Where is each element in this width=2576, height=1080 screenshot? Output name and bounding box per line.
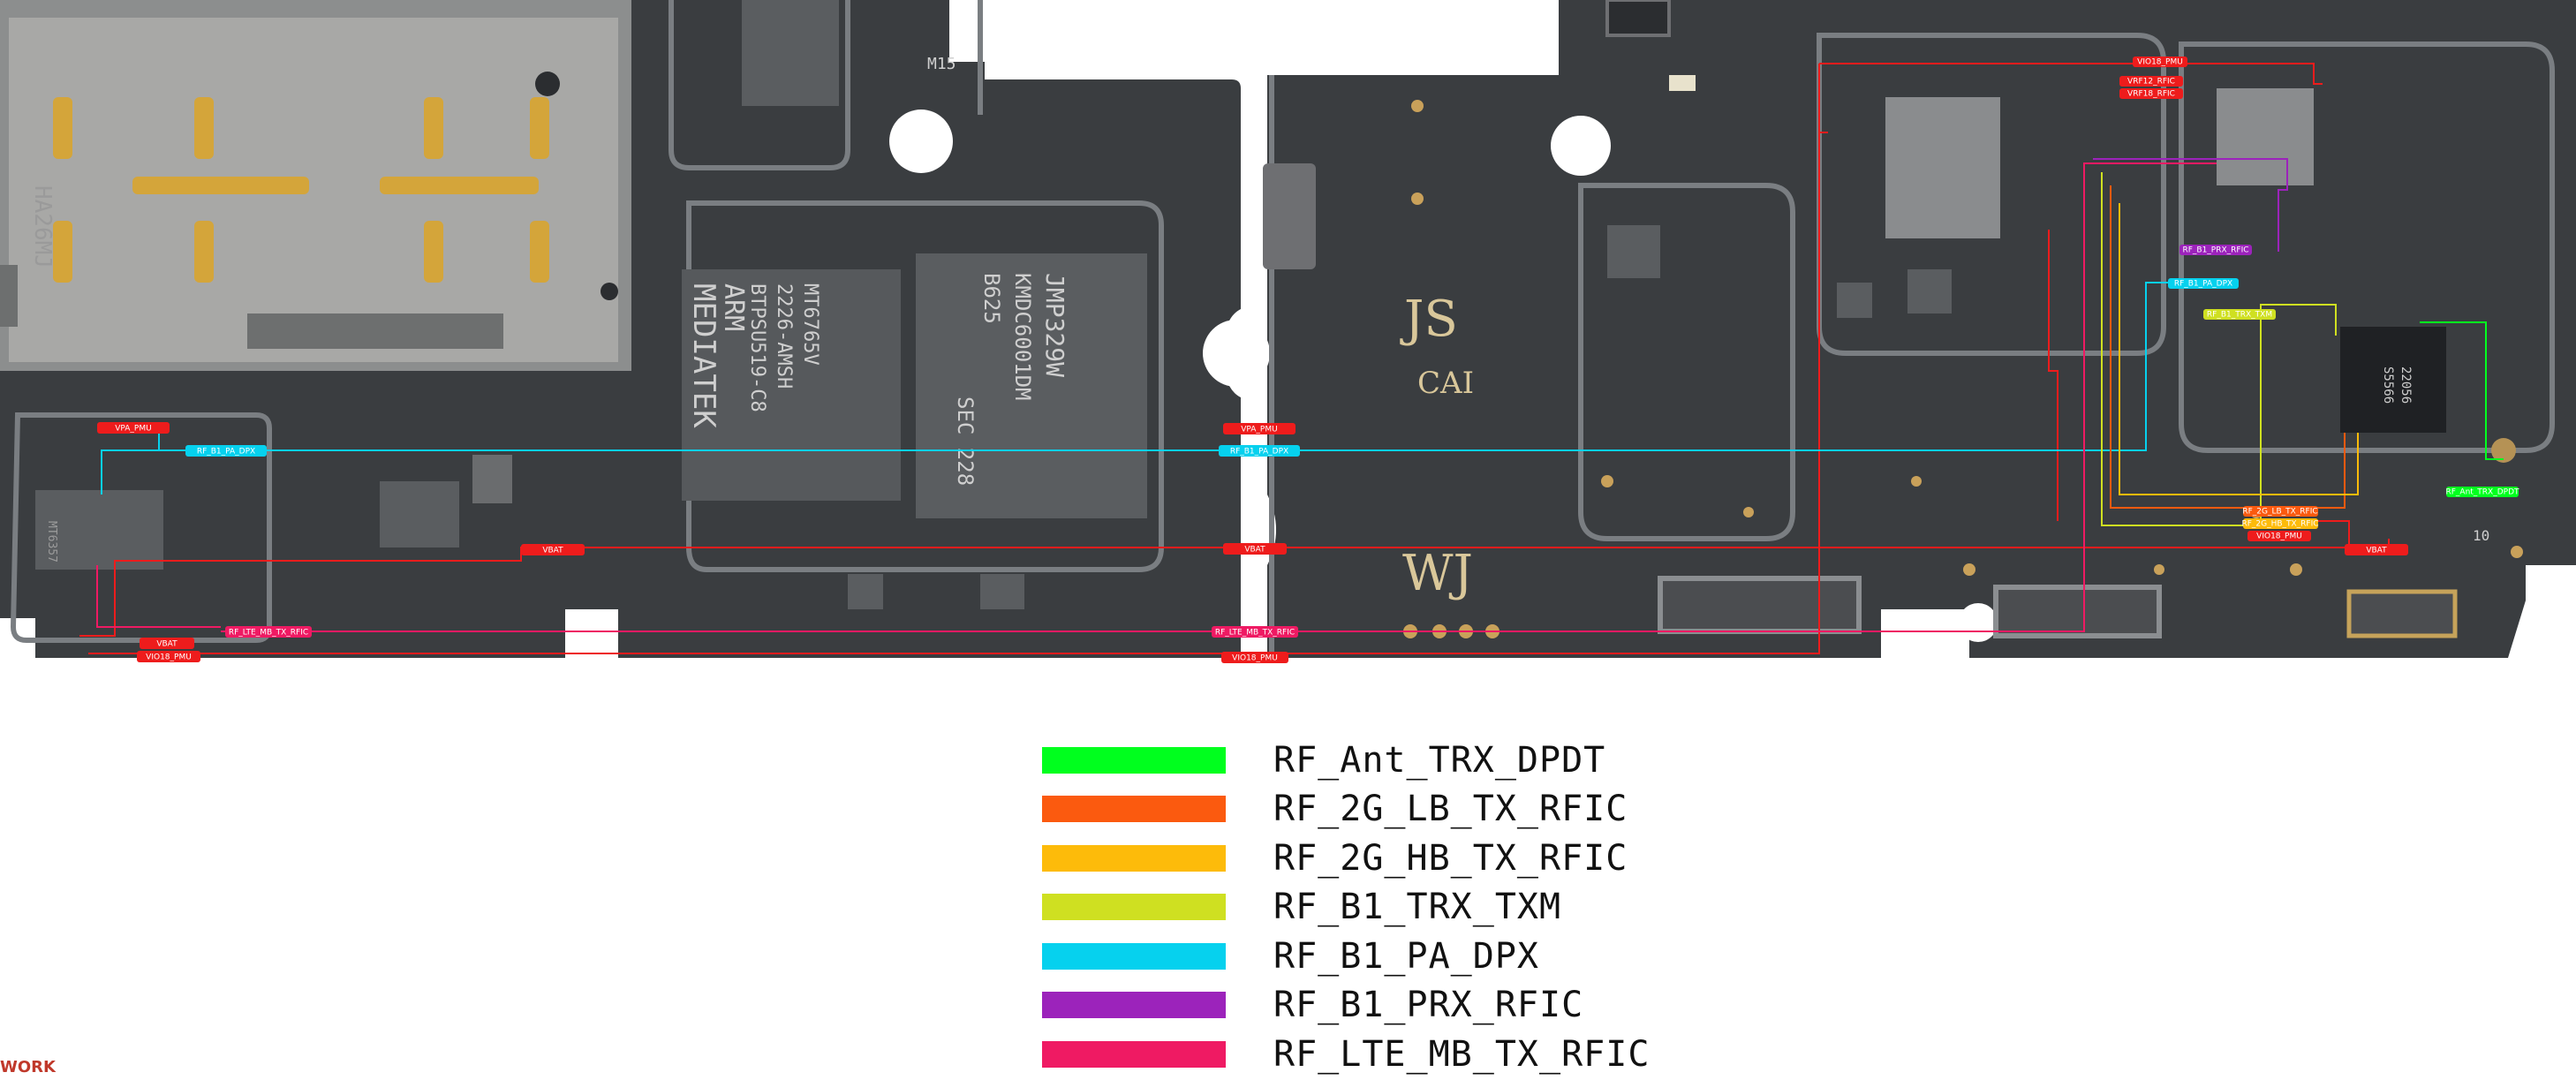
legend-swatch <box>1042 942 1226 970</box>
svg-text:10: 10 <box>2473 527 2489 544</box>
legend-swatch <box>1042 1040 1226 1068</box>
legend-swatch <box>1042 746 1226 774</box>
legend-swatch <box>1042 796 1226 823</box>
tag-vbat-center: VBAT <box>1223 543 1287 555</box>
work-label: WORK <box>0 1058 56 1076</box>
svg-text:JMP329W: JMP329W <box>1040 273 1069 377</box>
board-traces <box>10 0 2555 653</box>
tag-b1-pa-dpx-left: RF_B1_PA_DPX <box>185 445 267 457</box>
tag-vio18-center: VIO18_PMU <box>1221 652 1288 663</box>
tag-vio18-left: VIO18_PMU <box>137 651 200 662</box>
svg-text:RF_B1_PRX_RFIC: RF_B1_PRX_RFIC <box>2182 246 2248 255</box>
gold-pads <box>1403 100 2523 638</box>
svg-text:ARM: ARM <box>718 283 749 331</box>
svg-text:VBAT: VBAT <box>2366 547 2387 555</box>
svg-text:JS: JS <box>1400 291 1458 348</box>
tag-2g-hb: RF_2G_HB_TX_RFIC <box>2241 518 2319 529</box>
svg-text:B625: B625 <box>979 273 1004 324</box>
legend-label: RF_Ant_TRX_DPDT <box>1273 739 1606 781</box>
tag-lte-mb-left: RF_LTE_MB_TX_RFIC <box>225 626 312 638</box>
legend-label: RF_2G_LB_TX_RFIC <box>1273 789 1628 830</box>
tag-vrf18: VRF18_RFIC <box>2119 88 2183 99</box>
legend-swatch <box>1042 844 1226 872</box>
net-tags: VPA_PMU RF_B1_PA_DPX VBAT VIO18_PMU RF_L… <box>97 57 2519 663</box>
svg-text:KMDC6001DM: KMDC6001DM <box>1010 273 1035 401</box>
rf-pa-chip: S5566 22056 <box>2381 366 2413 404</box>
tag-vrf12: VRF12_RFIC <box>2119 76 2183 87</box>
svg-text:BTPSU519-C8: BTPSU519-C8 <box>746 283 768 412</box>
legend-label: RF_LTE_MB_TX_RFIC <box>1273 1033 1651 1075</box>
legend-item: RF_2G_LB_TX_RFIC <box>1042 785 1650 835</box>
svg-text:RF_2G_LB_TX_RFIC: RF_2G_LB_TX_RFIC <box>2242 508 2317 517</box>
svg-text:VIO18_PMU: VIO18_PMU <box>1232 654 1278 663</box>
memory-chip: JMP329W KMDC6001DM B625 SEC 228 <box>916 253 1147 518</box>
tag-vpa-pmu-center: VPA_PMU <box>1223 423 1296 434</box>
legend-item: RF_B1_TRX_TXM <box>1042 883 1650 933</box>
sim-label: HA26MJ <box>29 185 56 268</box>
tag-vbat-mid-left: VBAT <box>521 544 585 555</box>
pcb-board-diagram: HA26MJ MT6765V 2226-AMSH BTPSU519-C8 ARM… <box>0 0 2576 663</box>
tag-ant-trx-dpdt: RF_Ant_TRX_DPDT <box>2445 487 2519 497</box>
legend-label: RF_B1_PRX_RFIC <box>1273 985 1584 1026</box>
svg-text:M15: M15 <box>927 55 956 73</box>
legend-item: RF_B1_PRX_RFIC <box>1042 981 1650 1031</box>
legend: RF_Ant_TRX_DPDT RF_2G_LB_TX_RFIC RF_2G_H… <box>1042 736 1650 1079</box>
svg-text:RF_LTE_MB_TX_RFIC: RF_LTE_MB_TX_RFIC <box>1215 629 1295 638</box>
svg-text:RF_B1_PA_DPX: RF_B1_PA_DPX <box>1230 448 1288 457</box>
connectors <box>1263 0 2458 638</box>
legend-item: RF_Ant_TRX_DPDT <box>1042 736 1650 785</box>
legend-item: RF_2G_HB_TX_RFIC <box>1042 834 1650 883</box>
sim-tray: HA26MJ <box>0 0 631 371</box>
legend-swatch <box>1042 894 1226 921</box>
svg-text:2226-AMSH: 2226-AMSH <box>773 283 795 389</box>
svg-text:VBAT: VBAT <box>1244 546 1265 555</box>
svg-text:VIO18_PMU: VIO18_PMU <box>2137 58 2183 67</box>
tag-vbat-left: VBAT <box>140 638 194 649</box>
svg-text:WJ: WJ <box>1402 545 1473 602</box>
tag-vbat-right: VBAT <box>2345 544 2408 555</box>
svg-text:RF_B1_TRX_TXM: RF_B1_TRX_TXM <box>2207 311 2272 320</box>
svg-text:VRF18_RFIC: VRF18_RFIC <box>2127 90 2175 99</box>
svg-text:VRF12_RFIC: VRF12_RFIC <box>2127 78 2175 87</box>
svg-text:MT6357: MT6357 <box>45 521 58 563</box>
mediatek-soc: MT6765V 2226-AMSH BTPSU519-C8 ARM MEDIAT… <box>682 269 901 501</box>
legend-item: RF_B1_PA_DPX <box>1042 932 1650 981</box>
tag-b1-prx: RF_B1_PRX_RFIC <box>2179 245 2252 255</box>
svg-text:VBAT: VBAT <box>156 640 178 649</box>
pmic-chip: MT6357 <box>45 521 58 563</box>
svg-text:RF_B1_PA_DPX: RF_B1_PA_DPX <box>2174 280 2232 289</box>
svg-text:MEDIATEK: MEDIATEK <box>686 283 721 428</box>
svg-text:RF_B1_PA_DPX: RF_B1_PA_DPX <box>197 448 255 457</box>
legend-label: RF_2G_HB_TX_RFIC <box>1273 837 1628 879</box>
tag-b1-pa-dpx-right: RF_B1_PA_DPX <box>2168 278 2239 289</box>
legend-label: RF_B1_PA_DPX <box>1273 935 1539 977</box>
svg-text:VPA_PMU: VPA_PMU <box>115 425 151 434</box>
tag-b1-pa-dpx-center: RF_B1_PA_DPX <box>1219 445 1300 457</box>
tag-vio18-top: VIO18_PMU <box>2133 57 2187 67</box>
legend-item: RF_LTE_MB_TX_RFIC <box>1042 1030 1650 1079</box>
tag-lte-mb-center: RF_LTE_MB_TX_RFIC <box>1212 626 1298 638</box>
tag-b1-trx-txm: RF_B1_TRX_TXM <box>2203 309 2276 320</box>
svg-text:VPA_PMU: VPA_PMU <box>1241 426 1277 434</box>
tag-2g-lb: RF_2G_LB_TX_RFIC <box>2242 506 2318 517</box>
svg-text:VIO18_PMU: VIO18_PMU <box>146 653 192 662</box>
legend-label: RF_B1_TRX_TXM <box>1273 887 1562 928</box>
small-chips <box>35 0 2446 609</box>
svg-text:RF_LTE_MB_TX_RFIC: RF_LTE_MB_TX_RFIC <box>229 629 308 638</box>
svg-text:SEC 228: SEC 228 <box>953 397 978 486</box>
svg-text:VBAT: VBAT <box>542 547 563 555</box>
svg-text:22056: 22056 <box>2398 366 2413 404</box>
svg-text:MT6765V: MT6765V <box>799 283 821 366</box>
svg-text:VIO18_PMU: VIO18_PMU <box>2256 532 2302 541</box>
signal-routes <box>79 63 2504 654</box>
svg-text:CAI: CAI <box>1417 366 1474 401</box>
svg-text:S5566: S5566 <box>2381 366 2395 404</box>
svg-text:RF_Ant_TRX_DPDT: RF_Ant_TRX_DPDT <box>2445 488 2519 497</box>
silkscreen-labels: JS CAI WJ M15 10 <box>927 55 2489 602</box>
legend-swatch <box>1042 992 1226 1019</box>
tag-vio18-right: VIO18_PMU <box>2247 531 2311 541</box>
tag-vpa-pmu-left: VPA_PMU <box>97 422 170 434</box>
svg-text:RF_2G_HB_TX_RFIC: RF_2G_HB_TX_RFIC <box>2241 520 2318 529</box>
